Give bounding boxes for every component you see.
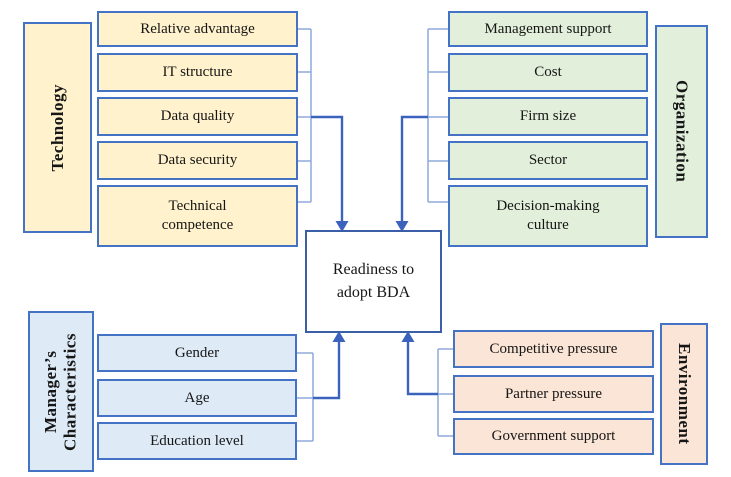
box-education-level: Education level bbox=[97, 422, 297, 460]
arrowhead-environment bbox=[401, 331, 415, 342]
box-firm-size: Firm size bbox=[448, 97, 648, 136]
box-gender: Gender bbox=[97, 334, 297, 372]
arrow-technology-to-center bbox=[311, 115, 344, 224]
box-partner-pressure: Partner pressure bbox=[453, 375, 654, 413]
box-data-security: Data security bbox=[97, 141, 298, 180]
group-label-technology-text: Technology bbox=[47, 83, 67, 172]
box-technical-competence: Technical competence bbox=[97, 185, 298, 247]
box-sector: Sector bbox=[448, 141, 648, 180]
box-decision-making-culture: Decision-making culture bbox=[448, 185, 648, 247]
box-competitive-pressure: Competitive pressure bbox=[453, 330, 654, 368]
arrowhead-organization bbox=[395, 221, 409, 232]
box-it-structure: IT structure bbox=[97, 53, 298, 92]
box-cost: Cost bbox=[448, 53, 648, 92]
box-data-quality: Data quality bbox=[97, 97, 298, 136]
arrow-managers-to-center bbox=[313, 339, 341, 400]
arrow-organization-to-center bbox=[400, 115, 428, 224]
arrowhead-technology bbox=[335, 221, 349, 232]
technology-connectors bbox=[298, 28, 349, 232]
box-government-support: Government support bbox=[453, 418, 654, 455]
group-label-managers-characteristics: Manager’s Characteristics bbox=[28, 311, 94, 472]
environment-connectors bbox=[401, 331, 453, 437]
box-relative-advantage: Relative advantage bbox=[97, 11, 298, 47]
group-label-organization: Organization bbox=[655, 25, 708, 238]
group-label-managers-characteristics-text: Manager’s Characteristics bbox=[41, 332, 80, 451]
arrowhead-managers bbox=[332, 331, 346, 342]
box-readiness-to-adopt-bda: Readiness to adopt BDA bbox=[305, 230, 442, 333]
group-label-environment-text: Environment bbox=[674, 343, 694, 445]
managers-connectors bbox=[297, 331, 346, 442]
arrow-environment-to-center bbox=[406, 339, 438, 396]
group-label-organization-text: Organization bbox=[672, 80, 692, 183]
box-age: Age bbox=[97, 379, 297, 417]
group-label-technology: Technology bbox=[23, 22, 92, 233]
group-label-environment: Environment bbox=[660, 323, 708, 465]
organization-connectors bbox=[395, 28, 448, 232]
box-management-support: Management support bbox=[448, 11, 648, 47]
